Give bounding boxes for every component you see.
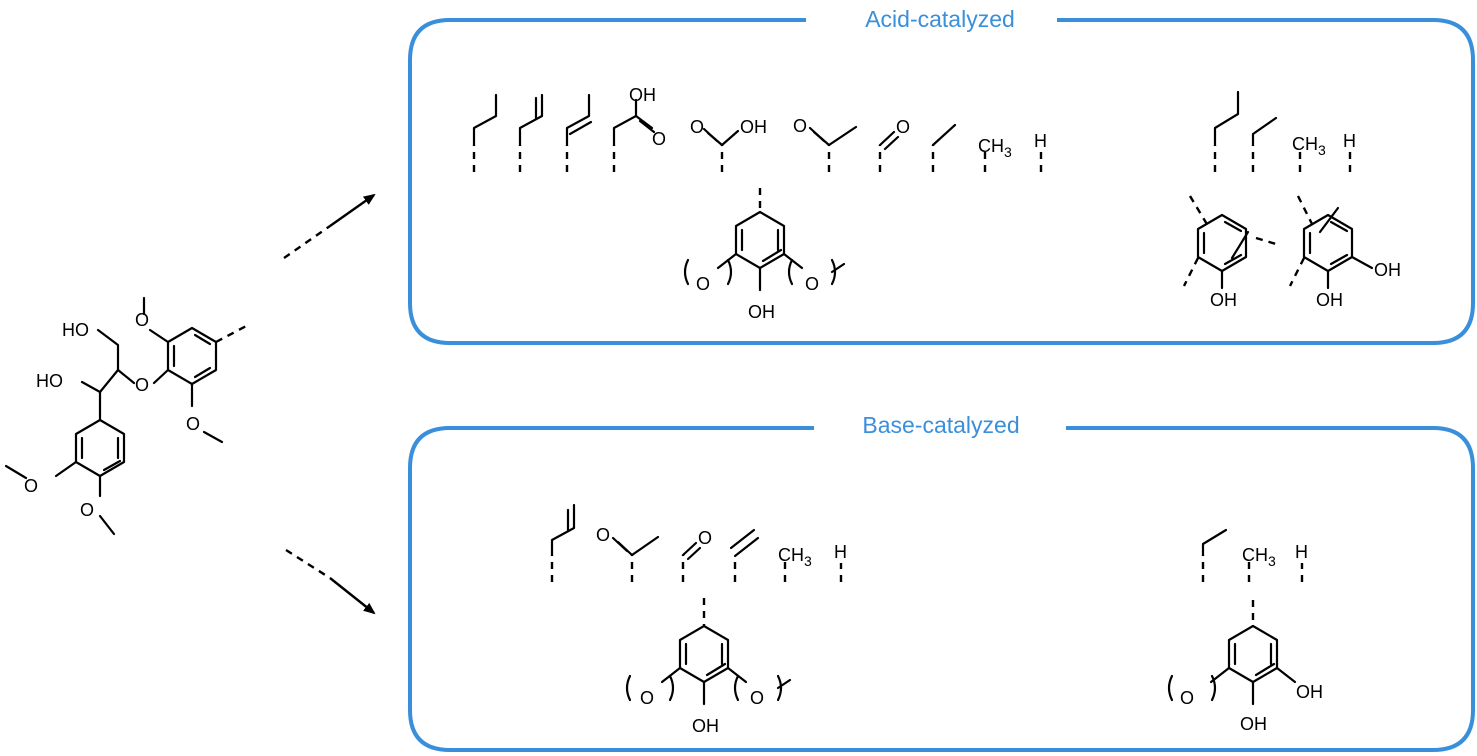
acid-guaiacyl-methyl-label: CH3 bbox=[1292, 134, 1326, 158]
acid-hydrogen-fragment: H bbox=[1034, 131, 1047, 172]
acid-carboxylic-acid-fragment: O OH bbox=[690, 117, 767, 172]
substrate-label-methoxy-left-o: O bbox=[24, 476, 38, 496]
base-methyl-label: CH3 bbox=[778, 545, 812, 569]
acid-propanoic-acid-fragment: OH O bbox=[612, 85, 666, 172]
base-core-o-left-label: O bbox=[640, 688, 654, 708]
base-vinyl-fragment bbox=[729, 528, 760, 582]
acid-formyl-fragment: O bbox=[878, 117, 910, 172]
substrate-label-ho-top: HO bbox=[62, 320, 89, 340]
base-aldehyde-o-label: O bbox=[698, 528, 712, 548]
acid-guaiacyl-hydrogen-fragment: H bbox=[1343, 131, 1356, 172]
substrate-label-methoxy-top-o: O bbox=[135, 310, 149, 330]
arrow-to-base bbox=[285, 548, 376, 615]
acid-hydrogen-label: H bbox=[1034, 131, 1047, 151]
acid-aldehyde-o-label: O bbox=[896, 117, 910, 137]
acid-methyl-fragment: CH3 bbox=[978, 136, 1012, 172]
base-guaiacyl-oh-bottom-label: OH bbox=[1240, 714, 1267, 734]
arrow-to-acid bbox=[283, 193, 376, 259]
acid-carboxyl-oh-label: OH bbox=[740, 117, 767, 137]
base-guaiacyl-ethyl-fragment bbox=[1201, 528, 1228, 582]
acid-guaiacyl-hydrogen-label: H bbox=[1343, 131, 1356, 151]
base-guaiacyl-o-left-label: O bbox=[1180, 688, 1194, 708]
acid-propyl-fragment bbox=[472, 93, 498, 172]
base-allyl-fragment bbox=[550, 503, 576, 582]
base-guaiacyl-oh-right-label: OH bbox=[1296, 682, 1323, 702]
substrate-label-ether-o: O bbox=[135, 375, 149, 395]
base-guaiacyl-methyl-fragment: CH3 bbox=[1242, 545, 1276, 582]
acid-methyl-label: CH3 bbox=[978, 136, 1012, 160]
acid-ketone-o-label: O bbox=[793, 116, 807, 136]
acid-guaiacyl-ring2-oh-right-label: OH bbox=[1374, 260, 1401, 280]
acid-guaiacyl-propyl-fragment bbox=[1213, 90, 1240, 172]
substrate-molecule: HO HO O O O O O bbox=[4, 296, 251, 536]
acid-panel: Acid-catalyzed OH O bbox=[408, 6, 1475, 345]
acid-allyl-fragment bbox=[518, 93, 544, 172]
base-formyl-fragment: O bbox=[681, 528, 712, 582]
base-ketone-o-label: O bbox=[596, 525, 610, 545]
base-core-oh-label: OH bbox=[692, 716, 719, 736]
acid-guaiacyl-ring1-oh-label: OH bbox=[1210, 290, 1237, 310]
acid-core-oh-label: OH bbox=[748, 302, 775, 322]
acid-guaiacyl-ring2-oh-bottom-label: OH bbox=[1316, 290, 1343, 310]
base-guaiacyl-methyl-label: CH3 bbox=[1242, 545, 1276, 569]
base-syringyl-core: O O OH bbox=[625, 598, 792, 736]
acid-carboxyl-o-label: O bbox=[690, 117, 704, 137]
base-guaiacyl-hydrogen-label: H bbox=[1295, 542, 1308, 562]
base-guaiacyl-hydrogen-fragment: H bbox=[1295, 542, 1308, 582]
acid-ethyl-fragment bbox=[931, 123, 957, 172]
base-core-o-right-label: O bbox=[750, 688, 764, 708]
base-methyl-fragment: CH3 bbox=[778, 545, 812, 582]
acid-acetyl-fragment: O bbox=[793, 116, 858, 172]
acid-propenyl-fragment bbox=[565, 93, 593, 172]
substrate-label-para-o: O bbox=[80, 500, 94, 520]
substrate-label-ho-left: HO bbox=[36, 371, 63, 391]
substrate-label-methoxy-bottom-o: O bbox=[186, 414, 200, 434]
acid-guaiacyl-ring-2: OH OH bbox=[1288, 195, 1401, 310]
acid-guaiacyl-methyl-fragment: CH3 bbox=[1292, 134, 1326, 172]
base-hydrogen-label: H bbox=[834, 542, 847, 562]
acid-fragment-o-label: O bbox=[652, 129, 666, 149]
acid-core-o-right-label: O bbox=[805, 274, 819, 294]
acid-syringyl-core: O O OH bbox=[683, 188, 846, 322]
base-guaiacyl-core: O OH OH bbox=[1167, 600, 1323, 734]
acid-guaiacyl-ring-1: OH bbox=[1182, 195, 1277, 310]
base-panel-title: Base-catalyzed bbox=[862, 412, 1019, 438]
base-acetyl-fragment: O bbox=[596, 525, 660, 582]
base-panel: Base-catalyzed O O CH3 bbox=[408, 412, 1475, 752]
acid-fragment-oh-label: OH bbox=[629, 85, 656, 105]
base-hydrogen-fragment: H bbox=[834, 542, 847, 582]
acid-panel-title: Acid-catalyzed bbox=[865, 6, 1015, 32]
acid-core-o-left-label: O bbox=[696, 274, 710, 294]
acid-guaiacyl-ethyl-fragment bbox=[1251, 116, 1278, 172]
